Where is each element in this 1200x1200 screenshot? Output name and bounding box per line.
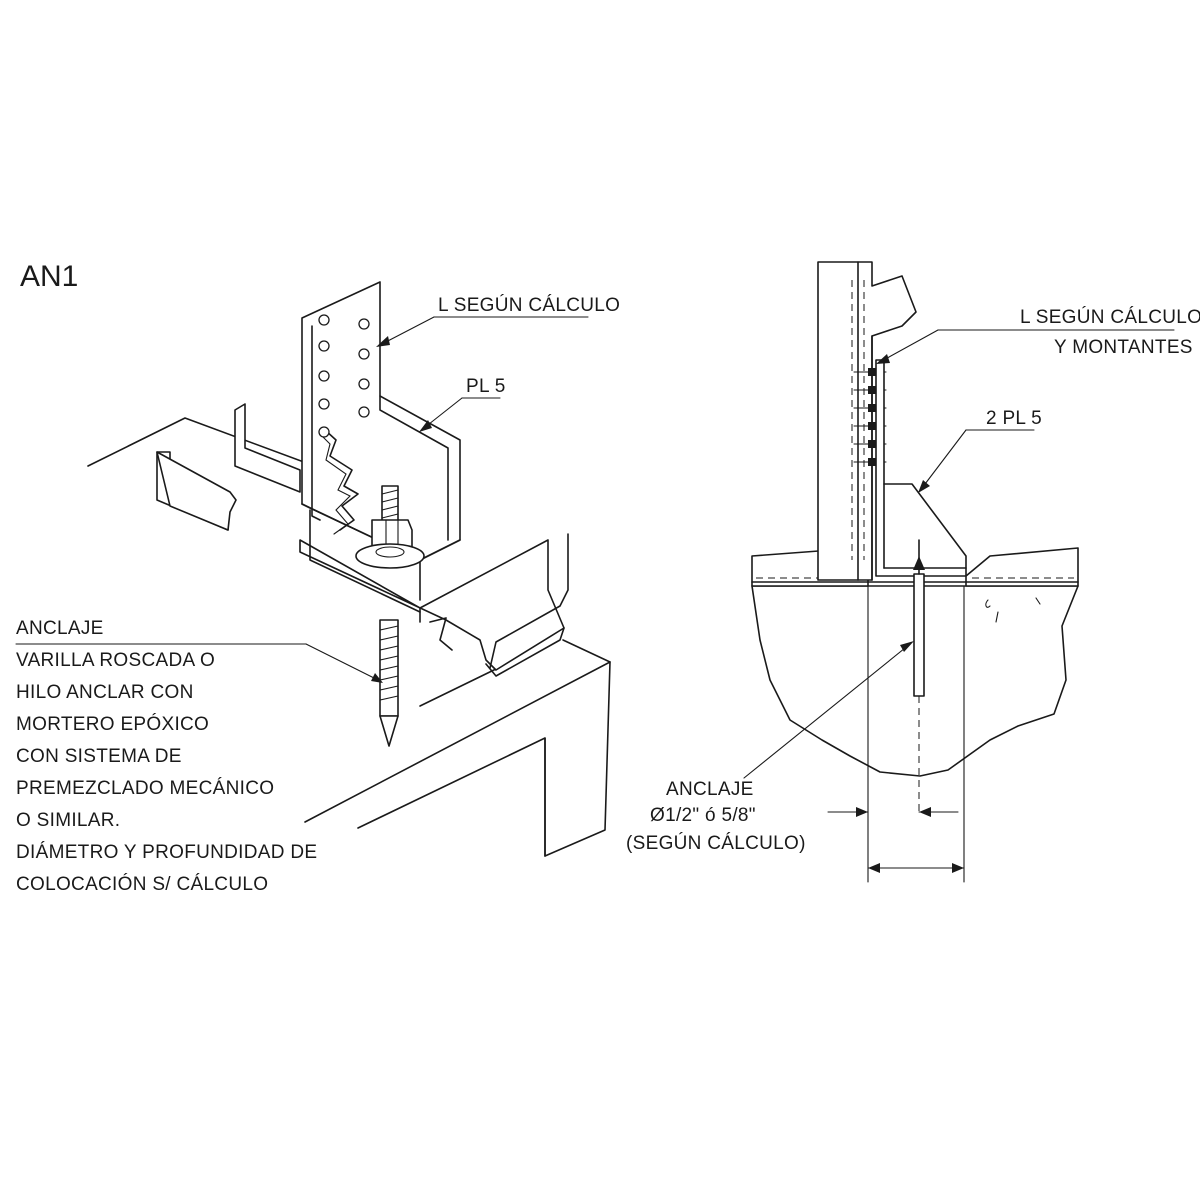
bracket-hole (318, 398, 330, 410)
note-line: HILO ANCLAR CON (16, 682, 194, 703)
drawing-title: AN1 (20, 260, 78, 293)
leader-right-anchor-label: ANCLAJE Ø1/2" ó 5/8" (SEGÚN CÁLCULO) (626, 641, 914, 854)
leader-plate-label: PL 5 (419, 376, 506, 432)
bracket-hole (318, 314, 330, 326)
angle-bracket (301, 281, 461, 613)
bracket-hole (318, 370, 330, 382)
note-line: ANCLAJE (16, 618, 104, 639)
label-right-anchor-line3: (SEGÚN CÁLCULO) (626, 832, 806, 854)
anchor-rod (913, 539, 925, 812)
note-line: PREMEZCLADO MECÁNICO (16, 778, 274, 799)
concrete-beam (87, 417, 611, 857)
steel-track-channel (156, 403, 569, 677)
label-bracket: L SEGÚN CÁLCULO (438, 294, 620, 316)
leader-right-plates-label: 2 PL 5 (918, 408, 1042, 493)
note-line: VARILLA ROSCADA O (16, 650, 215, 671)
dimension-rod-diameter (827, 807, 959, 817)
label-right-bracket-line2: Y MONTANTES (1054, 337, 1193, 358)
leader-right-bracket-label: L SEGÚN CÁLCULO Y MONTANTES (876, 306, 1200, 364)
anchor-notes-block: ANCLAJE VARILLA ROSCADA O HILO ANCLAR CO… (15, 618, 383, 895)
label-right-anchor-line2: Ø1/2" ó 5/8" (650, 805, 756, 826)
threaded-rod-anchor (355, 485, 425, 747)
note-line: DIÁMETRO Y PROFUNDIDAD DE (16, 842, 317, 863)
bracket-hole (358, 318, 370, 330)
bracket-hole (358, 406, 370, 418)
angle-plates (875, 359, 967, 577)
bracket-hole (358, 348, 370, 360)
note-line: MORTERO EPÓXICO (16, 713, 209, 735)
label-right-plates: 2 PL 5 (986, 408, 1042, 429)
note-line: COLOCACIÓN S/ CÁLCULO (16, 873, 268, 895)
note-line: CON SISTEMA DE (16, 746, 182, 767)
bracket-hole (358, 378, 370, 390)
dimension-plate-width (867, 863, 965, 873)
label-right-anchor-line1: ANCLAJE (666, 779, 754, 800)
hex-nut (371, 519, 413, 549)
bracket-hole (318, 340, 330, 352)
bracket-hole (318, 426, 330, 438)
washer (355, 543, 425, 569)
label-plate: PL 5 (466, 376, 506, 397)
label-right-bracket-line1: L SEGÚN CÁLCULO (1020, 306, 1200, 328)
vertical-stud (817, 261, 917, 581)
left-isometric-view: L SEGÚN CÁLCULO PL 5 ANCLAJE VARILLA ROS… (15, 281, 620, 895)
note-line: O SIMILAR. (16, 810, 120, 831)
right-section-view: L SEGÚN CÁLCULO Y MONTANTES 2 PL 5 ANCLA… (626, 261, 1200, 883)
leader-bracket-label: L SEGÚN CÁLCULO (376, 294, 620, 347)
